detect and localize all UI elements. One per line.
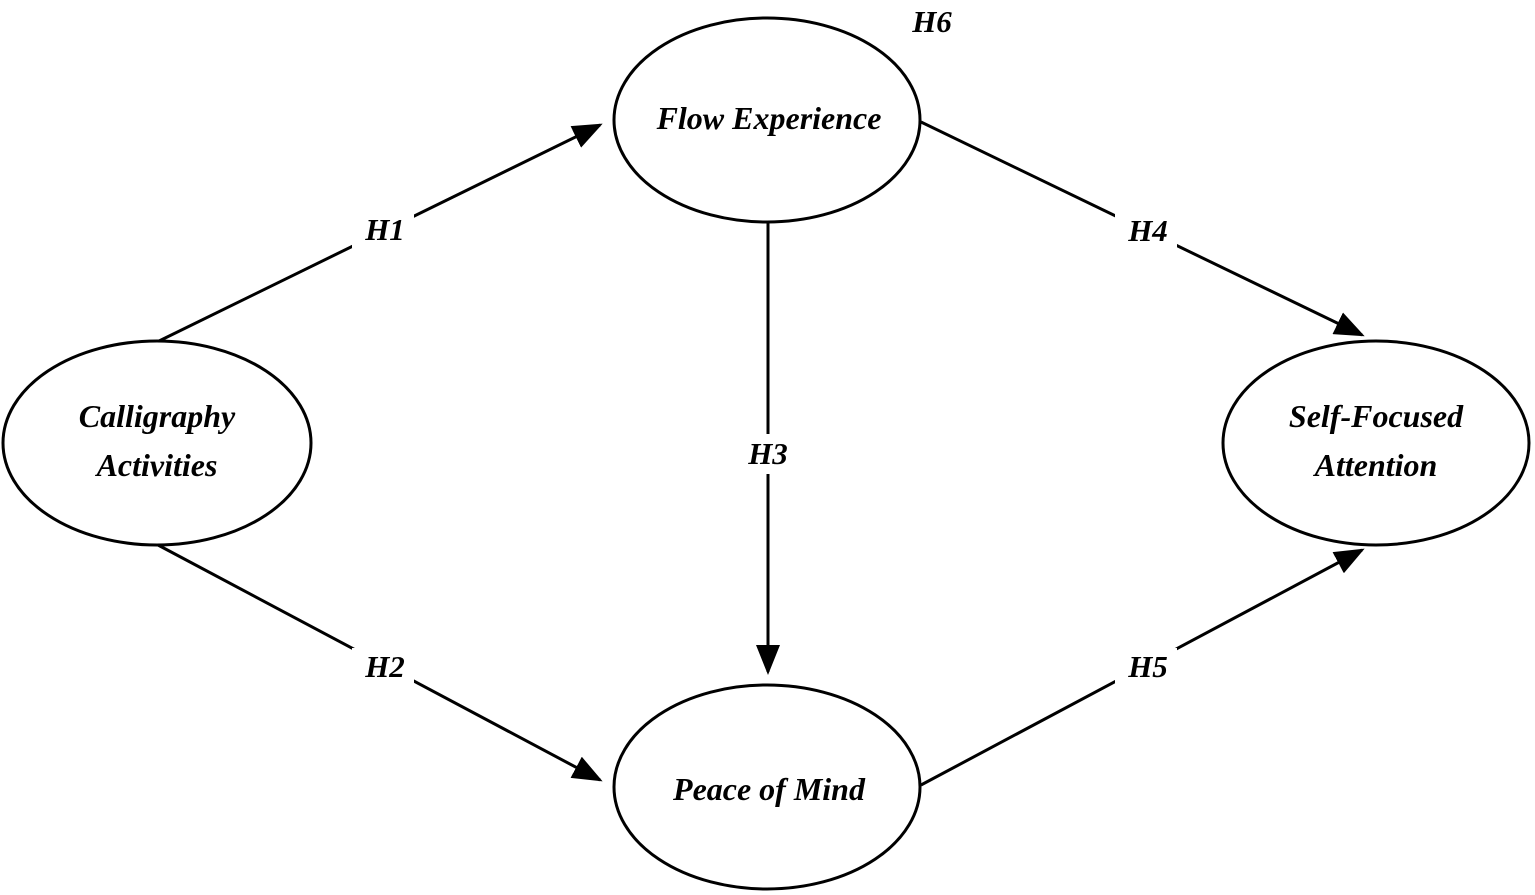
node-flow-experience: Flow Experience: [612, 16, 922, 224]
edge-label-h2: H2: [364, 649, 405, 684]
node-label-line1: Self-Focused: [1289, 398, 1464, 434]
node-label-line2: Attention: [1313, 447, 1438, 483]
node-calligraphy-activities: Calligraphy Activities: [1, 339, 313, 547]
edge-label-h4: H4: [1127, 213, 1168, 248]
edge-label-h1: H1: [364, 212, 405, 247]
node-label: Peace of Mind: [672, 771, 866, 807]
node-label-line2: Activities: [95, 447, 218, 483]
node-label: Flow Experience: [656, 100, 882, 136]
edge-label-h5: H5: [1127, 649, 1168, 684]
node-label-line1: Calligraphy: [79, 398, 236, 434]
annotation-h6: H6: [911, 4, 952, 39]
edge-labels: H1 H2 H3 H4 H5 H6: [352, 4, 1177, 688]
node-peace-of-mind: Peace of Mind: [612, 683, 922, 891]
edge-label-h3: H3: [747, 436, 788, 471]
node-self-focused-attention: Self-Focused Attention: [1221, 339, 1531, 547]
